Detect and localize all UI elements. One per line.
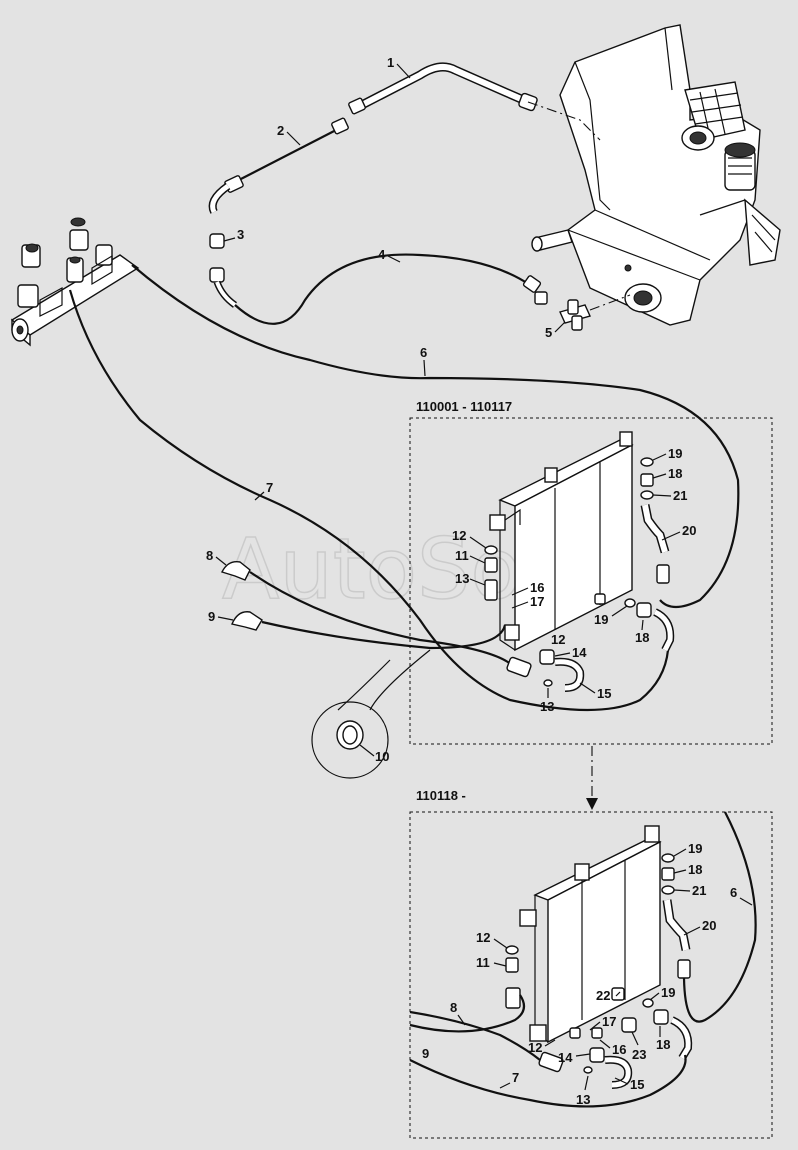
callout-7: 7 — [266, 480, 273, 495]
callout-label: 18 — [688, 862, 702, 877]
main-callouts: 1 2 3 4 5 6 7 8 9 10 — [206, 55, 566, 764]
callout-label: 9 — [422, 1046, 429, 1061]
lower-hoses — [409, 994, 687, 1108]
hose-8 — [221, 561, 516, 669]
callout-label: 21 — [673, 488, 687, 503]
callout-label: 20 — [682, 523, 696, 538]
clamp-10 — [311, 649, 431, 779]
hose-7 — [68, 289, 670, 712]
callout-label: 12 — [551, 632, 565, 647]
callout-9: 9 — [208, 609, 215, 624]
hose-9 — [231, 611, 507, 650]
callout-label: 18 — [668, 466, 682, 481]
callout-label: 12 — [476, 930, 490, 945]
callout-8: 8 — [206, 548, 213, 563]
callout-10: 10 — [375, 749, 389, 764]
callout-label: 19 — [594, 612, 608, 627]
lower-detail-box — [409, 811, 773, 1139]
callout-label: 15 — [597, 686, 611, 701]
callout-label: 14 — [572, 645, 587, 660]
callout-label: 11 — [455, 548, 469, 563]
callout-2: 2 — [277, 123, 284, 138]
callout-label: 23 — [632, 1047, 646, 1062]
callout-5: 5 — [545, 325, 552, 340]
hydraulic-tank — [531, 24, 781, 326]
callout-label: 19 — [668, 446, 682, 461]
hose-4 — [234, 253, 548, 325]
callout-6: 6 — [420, 345, 427, 360]
callout-label: 17 — [602, 1014, 616, 1029]
callout-3: 3 — [237, 227, 244, 242]
upper-detail-box — [409, 417, 773, 745]
callout-label: 13 — [576, 1092, 590, 1107]
callout-label: 13 — [540, 699, 554, 714]
callout-label: 13 — [455, 571, 469, 586]
callout-label: 18 — [656, 1037, 670, 1052]
lower-box-callouts: 19 18 21 6 20 12 11 22 19 8 17 18 9 12 1… — [422, 841, 753, 1107]
fitting-3 — [209, 233, 238, 308]
callout-label: 22 — [596, 988, 610, 1003]
upper-box-callouts: 19 18 21 20 12 11 13 16 17 19 18 12 14 1… — [452, 446, 696, 714]
tee-fitting-5 — [559, 299, 591, 331]
upper-fittings — [484, 457, 675, 692]
callout-label: 15 — [630, 1077, 644, 1092]
hose-6 — [131, 264, 740, 609]
callout-label: 8 — [450, 1000, 457, 1015]
callout-label: 17 — [530, 594, 544, 609]
tank-fitting — [624, 125, 715, 313]
callout-label: 12 — [452, 528, 466, 543]
hose-2 — [208, 117, 349, 214]
callout-label: 11 — [476, 955, 490, 970]
arrow-head — [586, 798, 598, 810]
callout-label: 16 — [530, 580, 544, 595]
hose-1-steel-line — [348, 62, 538, 115]
lower-cooler — [519, 825, 662, 1044]
callout-label: 12 — [528, 1040, 542, 1055]
callout-label: 21 — [692, 883, 706, 898]
callout-4: 4 — [378, 247, 386, 262]
valve-block — [10, 217, 140, 347]
callout-label: 20 — [702, 918, 716, 933]
callout-label: 19 — [661, 985, 675, 1000]
filler-cap — [724, 142, 756, 191]
callout-label: 19 — [688, 841, 702, 856]
lower-fittings — [505, 811, 757, 1089]
callout-label: 16 — [612, 1042, 626, 1057]
callout-label: 14 — [558, 1050, 573, 1065]
tank-bracket — [684, 81, 781, 266]
callout-label: 7 — [512, 1070, 519, 1085]
lower-section-heading: 110118 - — [416, 788, 466, 803]
callout-label: 18 — [635, 630, 649, 645]
callout-1: 1 — [387, 55, 394, 70]
callout-label: 6 — [730, 885, 737, 900]
upper-section-heading: 110001 - 110117 — [416, 399, 512, 414]
